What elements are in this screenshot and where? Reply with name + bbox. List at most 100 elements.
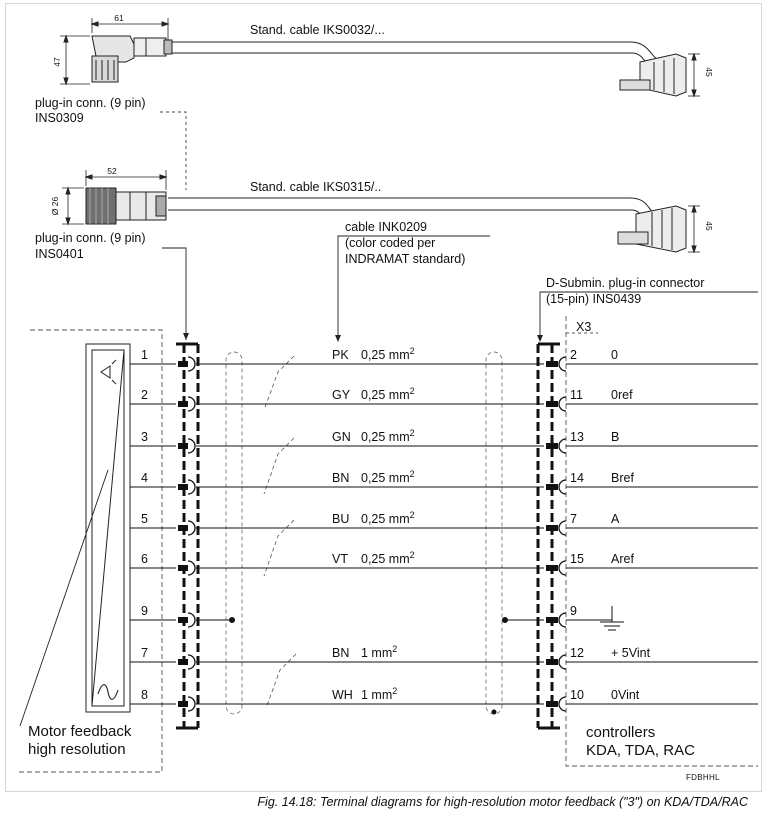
left-socket	[187, 654, 196, 670]
sine-wave-icon	[97, 684, 119, 700]
right-pin-number: 13	[570, 430, 584, 444]
left-socket	[187, 356, 196, 372]
left-pin-number: 7	[141, 646, 148, 660]
left-pin-contact	[178, 443, 188, 449]
left-pin-contact	[178, 525, 188, 531]
dsub-leader	[539, 291, 758, 340]
figure-caption: Fig. 14.18: Terminal diagrams for high-r…	[257, 795, 748, 809]
connector-2-leader	[162, 247, 187, 340]
right-pin-number: 11	[570, 388, 583, 402]
signal-name: A	[611, 512, 620, 526]
right-socket	[558, 612, 567, 628]
cable-iks0315-drawing	[168, 197, 655, 223]
core-size: 0,25 mm2	[361, 386, 415, 402]
connector-2-width-dim: 52	[107, 166, 117, 176]
left-pin-contact	[178, 401, 188, 407]
motor-label-line2: high resolution	[28, 741, 126, 758]
left-pin-contact	[178, 701, 188, 707]
connector-1-label: plug-in conn. (9 pin)	[35, 96, 145, 110]
right-pin-number: 9	[570, 604, 577, 618]
ink-cable-leader	[337, 235, 490, 340]
left-socket	[187, 612, 196, 628]
core-size: 1 mm2	[361, 644, 397, 660]
left-socket	[187, 479, 196, 495]
shield-junction-bottom	[491, 709, 497, 715]
dsub-plug-lower-drawing	[617, 204, 700, 254]
encoder-arrow-icon	[100, 359, 117, 385]
connector-2-label: plug-in conn. (9 pin)	[35, 231, 145, 245]
signal-name: 0	[611, 348, 618, 362]
right-socket	[558, 356, 567, 372]
dsub-plug-upper-drawing	[619, 52, 700, 98]
ink-cable-line2: (color coded per	[345, 236, 435, 250]
right-pin-contact	[546, 525, 558, 531]
controllers-label-line2: KDA, TDA, RAC	[586, 742, 695, 759]
right-socket	[558, 654, 567, 670]
ground-icon	[600, 606, 624, 631]
left-pin-contact	[178, 659, 188, 665]
left-socket	[187, 560, 196, 576]
left-pin-number: 4	[141, 471, 148, 485]
left-pin-number: 6	[141, 552, 148, 566]
connector-1-width-dim: 61	[114, 13, 124, 23]
drawing-code: FDBHHL	[686, 773, 720, 782]
terminal-x3: X3	[576, 320, 591, 334]
left-socket	[187, 396, 196, 412]
dsub-label-line1: D-Submin. plug-in connector	[546, 276, 704, 290]
motor-label: Motor feedback high resolution	[28, 723, 131, 759]
signal-name: Bref	[611, 471, 634, 485]
left-socket	[187, 438, 196, 454]
ink-cable-line3: INDRAMAT standard)	[345, 252, 465, 266]
core-color: PK	[332, 348, 349, 362]
core-color: BU	[332, 512, 349, 526]
right-pin-number: 15	[570, 552, 584, 566]
core-size: 1 mm2	[361, 686, 397, 702]
connector-1-part: INS0309	[35, 111, 84, 125]
terminal-diagram: 61 4 7 Stand. cable IKS0032/... 45 plug-i…	[16, 13, 758, 773]
right-pin-contact	[546, 659, 558, 665]
cable-iks0032-label: Stand. cable IKS0032/...	[250, 23, 385, 37]
right-socket	[558, 479, 567, 495]
leader-arrow	[183, 333, 189, 340]
motor-label-line1: Motor feedback	[28, 723, 132, 740]
core-size: 0,25 mm2	[361, 510, 415, 526]
left-pin-number: 2	[141, 388, 148, 402]
right-pin-contact	[546, 617, 558, 623]
right-socket	[558, 696, 567, 712]
dsub-label-line2: (15-pin) INS0439	[546, 292, 641, 306]
right-pin-contact	[546, 401, 558, 407]
signal-name: B	[611, 430, 619, 444]
right-pin-contact	[546, 565, 558, 571]
left-pin-number: 3	[141, 430, 148, 444]
right-socket	[558, 560, 567, 576]
core-color: WH	[332, 688, 353, 702]
connector-ins0401-drawing	[62, 170, 168, 226]
right-pin-number: 2	[570, 348, 577, 362]
motor-boundary	[16, 329, 163, 773]
dsub-leader-arrow	[537, 335, 543, 342]
left-pin-contact	[178, 484, 188, 490]
controllers-label-line1: controllers	[586, 724, 656, 741]
connector-2-part: INS0401	[35, 247, 84, 261]
right-pin-contact	[546, 443, 558, 449]
right-pin-contact	[546, 361, 558, 367]
left-pin-contact	[178, 361, 188, 367]
core-color: GY	[332, 388, 351, 402]
controller-boundary	[565, 316, 758, 767]
right-pin-number: 12	[570, 646, 584, 660]
shield-right	[485, 351, 503, 715]
dsub-lower-dim: 45	[704, 221, 714, 231]
left-pin-number: 9	[141, 604, 148, 618]
dashed-link	[160, 111, 187, 190]
signal-name: 0Vint	[611, 688, 640, 702]
left-pin-contact	[178, 617, 188, 623]
encoder-box	[19, 343, 131, 727]
left-socket	[187, 520, 196, 536]
core-color: GN	[332, 430, 351, 444]
